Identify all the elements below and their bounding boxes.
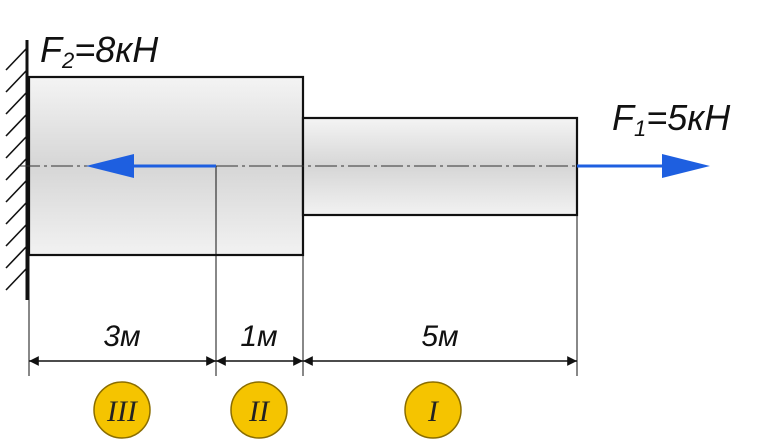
section-badge-iii: III bbox=[93, 381, 151, 439]
section-badge-i: I bbox=[404, 381, 462, 439]
fixed-wall bbox=[5, 40, 29, 300]
svg-text:I: I bbox=[427, 395, 440, 428]
dimension-label: 1м bbox=[240, 320, 277, 353]
section-badge-ii: II bbox=[230, 381, 288, 439]
dimension-label: 5м bbox=[421, 320, 458, 353]
force-f2-label: F2=8кН bbox=[40, 29, 159, 73]
svg-text:II: II bbox=[248, 395, 271, 428]
extension-lines bbox=[28, 166, 578, 376]
force-f1-arrow bbox=[577, 154, 710, 178]
force-f1-label: F1=5кН bbox=[612, 97, 731, 141]
force-f2-arrow bbox=[86, 154, 216, 178]
dimension-label: 3м bbox=[103, 320, 140, 353]
svg-text:III: III bbox=[106, 395, 139, 428]
